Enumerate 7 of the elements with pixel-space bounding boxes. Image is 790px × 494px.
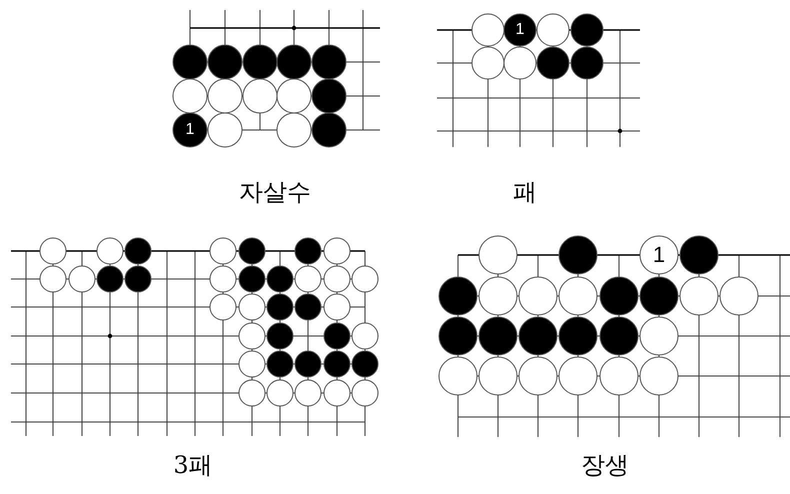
move-number: 1 [652,244,666,266]
diagram-caption: 장생 [581,453,629,477]
diagram-caption: 패 [513,180,537,204]
diagram-caption: 자살수 [239,180,311,204]
move-number: 1 [516,22,524,38]
move-number: 1 [186,122,194,138]
diagram-caption: 3패 [173,453,213,477]
